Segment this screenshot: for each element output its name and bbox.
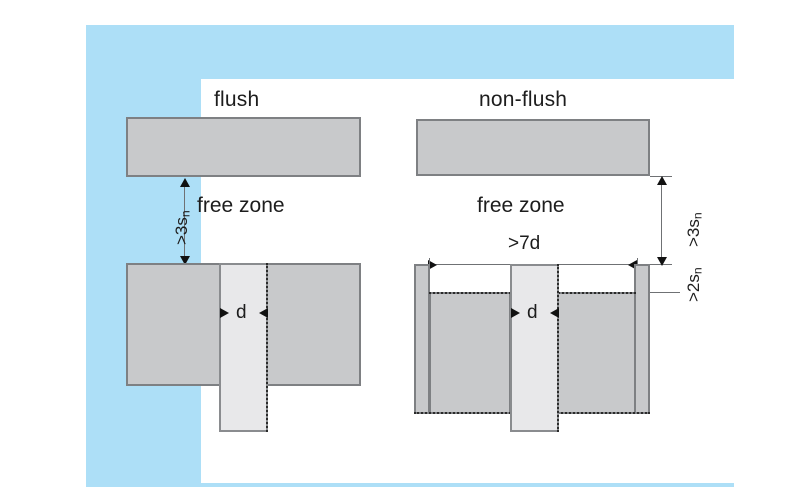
flush-sensor-bar [219, 263, 268, 432]
nonflush-wall-left [414, 264, 430, 414]
flush-d-label: d [236, 302, 247, 323]
nonflush-width-arrow-right [628, 260, 637, 270]
nonflush-d-arrow-left [511, 308, 520, 318]
nonflush-gap-dimension-line [661, 179, 662, 263]
flush-bottom-block-right [266, 263, 361, 386]
flush-gap-label-text: >3s [172, 217, 191, 245]
flush-gap-label: >3sn [172, 210, 193, 245]
nonflush-width-arrow-left [428, 260, 437, 270]
nonflush-floor-left [429, 292, 511, 414]
flush-bottom-block-left [126, 263, 221, 386]
nonflush-gap-arrow-up [657, 176, 667, 185]
nonflush-title: non-flush [479, 88, 568, 111]
nonflush-d-label: d [527, 302, 538, 323]
flush-top-block [126, 117, 361, 177]
nonflush-gap-label-sub: n [690, 212, 705, 220]
nonflush-sensor-bar-dotted-edge [557, 264, 559, 432]
nonflush-gap-label: >3sn [684, 212, 705, 247]
nonflush-floor-dotted-right [554, 292, 636, 294]
nonflush-d-arrow-right [550, 308, 559, 318]
nonflush-wall-right [634, 264, 650, 414]
nonflush-free-zone-label: free zone [477, 194, 565, 217]
nonflush-depth-label: >2sn [684, 267, 705, 302]
nonflush-depth-label-text: >2s [684, 274, 703, 302]
nonflush-floor-dotted-left [429, 292, 511, 294]
flush-gap-arrow-up [180, 178, 190, 187]
nonflush-sensor-bar [510, 264, 559, 432]
nonflush-gap-label-text: >3s [684, 219, 703, 247]
flush-gap-dimension-line [184, 181, 185, 263]
nonflush-top-block [416, 119, 650, 176]
flush-gap-label-sub: n [178, 210, 193, 218]
nonflush-width-label: >7d [508, 233, 541, 254]
flush-d-arrow-right [259, 308, 268, 318]
flush-free-zone-label: free zone [197, 194, 285, 217]
nonflush-depth-extension-bottom [650, 292, 680, 293]
nonflush-gap-arrow-down [657, 257, 667, 266]
flush-gap-arrow-down [180, 256, 190, 265]
flush-title: flush [214, 88, 260, 111]
nonflush-floor-right [554, 292, 636, 414]
flush-sensor-bar-dotted-edge [266, 263, 268, 432]
nonflush-depth-label-sub: n [690, 267, 705, 275]
flush-d-arrow-left [220, 308, 229, 318]
